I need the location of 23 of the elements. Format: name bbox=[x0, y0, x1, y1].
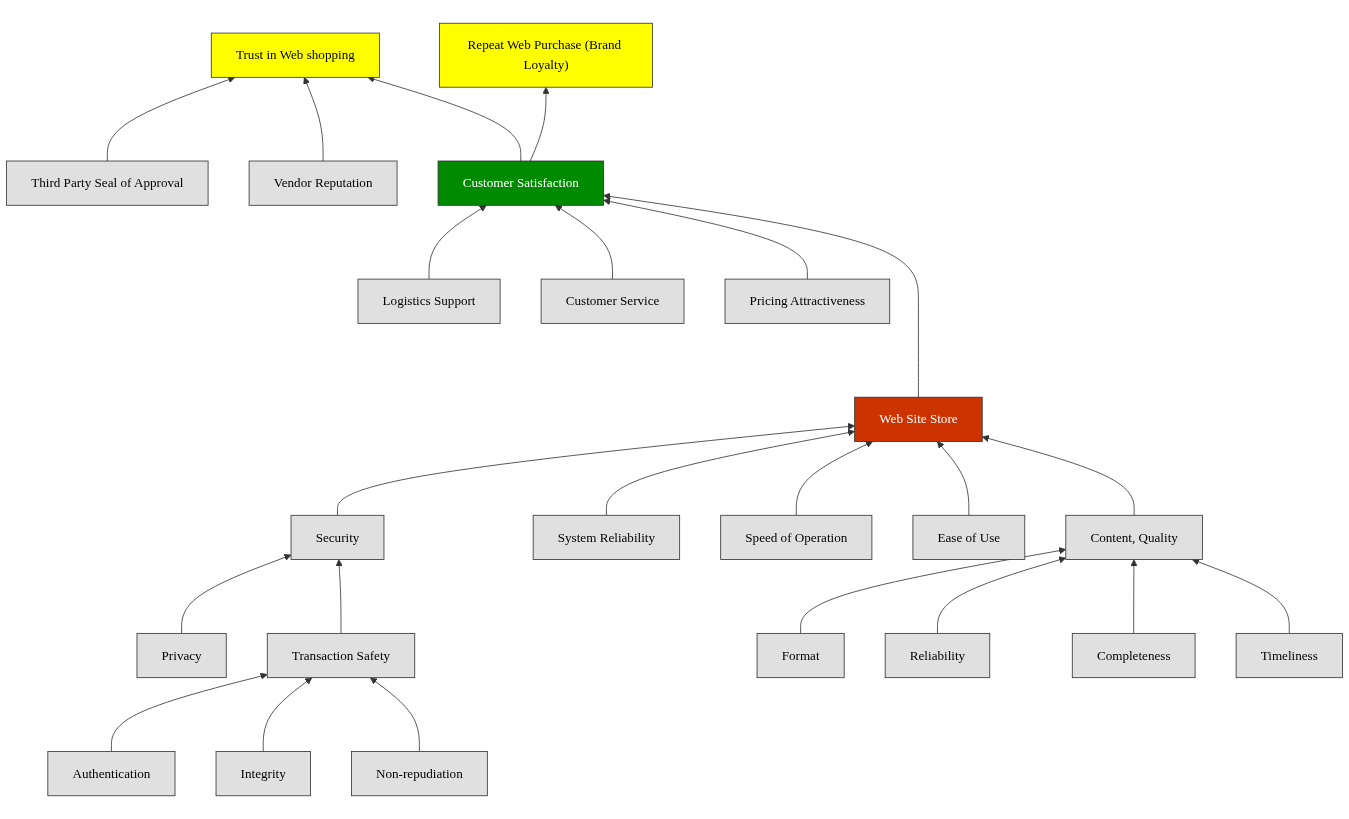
node-box: Timeliness bbox=[1235, 633, 1343, 679]
node-box: Privacy bbox=[136, 633, 227, 679]
node-box: Transaction Safety bbox=[266, 633, 416, 679]
node-box: Ease of Use bbox=[912, 514, 1026, 560]
node-box: Web Site Store bbox=[854, 396, 983, 442]
node-box: System Reliability bbox=[532, 514, 681, 560]
node-box: Customer Service bbox=[540, 278, 685, 324]
node-box: Vendor Reputation bbox=[248, 160, 398, 206]
node-box: Pricing Attractiveness bbox=[724, 278, 891, 324]
node-box: Content, Quality bbox=[1065, 514, 1203, 560]
node-box: Completeness bbox=[1071, 633, 1196, 679]
node-box: Trust in Web shopping bbox=[210, 32, 380, 78]
node-box: Reliability bbox=[884, 633, 991, 679]
node-box: Non-repudiation bbox=[351, 751, 488, 797]
node-box: Integrity bbox=[215, 751, 311, 797]
node-box: Customer Satisfaction bbox=[437, 160, 604, 206]
node-box: Third Party Seal of Approval bbox=[6, 160, 209, 206]
node-box: Speed of Operation bbox=[720, 514, 873, 560]
node-box: Repeat Web Purchase (Brand Loyalty) bbox=[438, 22, 653, 88]
node-box: Logistics Support bbox=[357, 278, 501, 324]
node-box: Security bbox=[290, 514, 385, 560]
node-box: Format bbox=[756, 633, 845, 679]
node-box: Authentication bbox=[47, 751, 176, 797]
